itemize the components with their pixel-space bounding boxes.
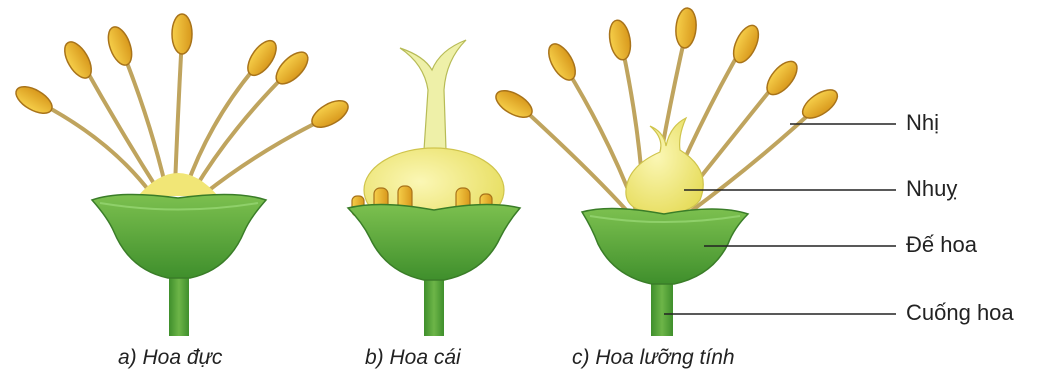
male-receptacle xyxy=(92,194,266,278)
caption-male-flower: a) Hoa đực xyxy=(118,346,222,370)
bisexual-anthers xyxy=(492,7,842,123)
label-receptacle: Đế hoa xyxy=(906,232,977,258)
female-flower xyxy=(348,40,520,336)
label-pedicel: Cuống hoa xyxy=(906,300,1014,326)
male-pedicel xyxy=(169,270,189,336)
label-pistil: Nhuỵ xyxy=(906,176,957,202)
label-stamen: Nhị xyxy=(906,110,939,136)
female-receptacle xyxy=(348,204,520,280)
male-flower xyxy=(12,14,353,336)
bisexual-flower xyxy=(492,7,842,336)
caption-bisexual-flower: c) Hoa lưỡng tính xyxy=(572,346,735,370)
caption-female-flower: b) Hoa cái xyxy=(365,346,461,370)
female-stigma xyxy=(400,40,466,150)
